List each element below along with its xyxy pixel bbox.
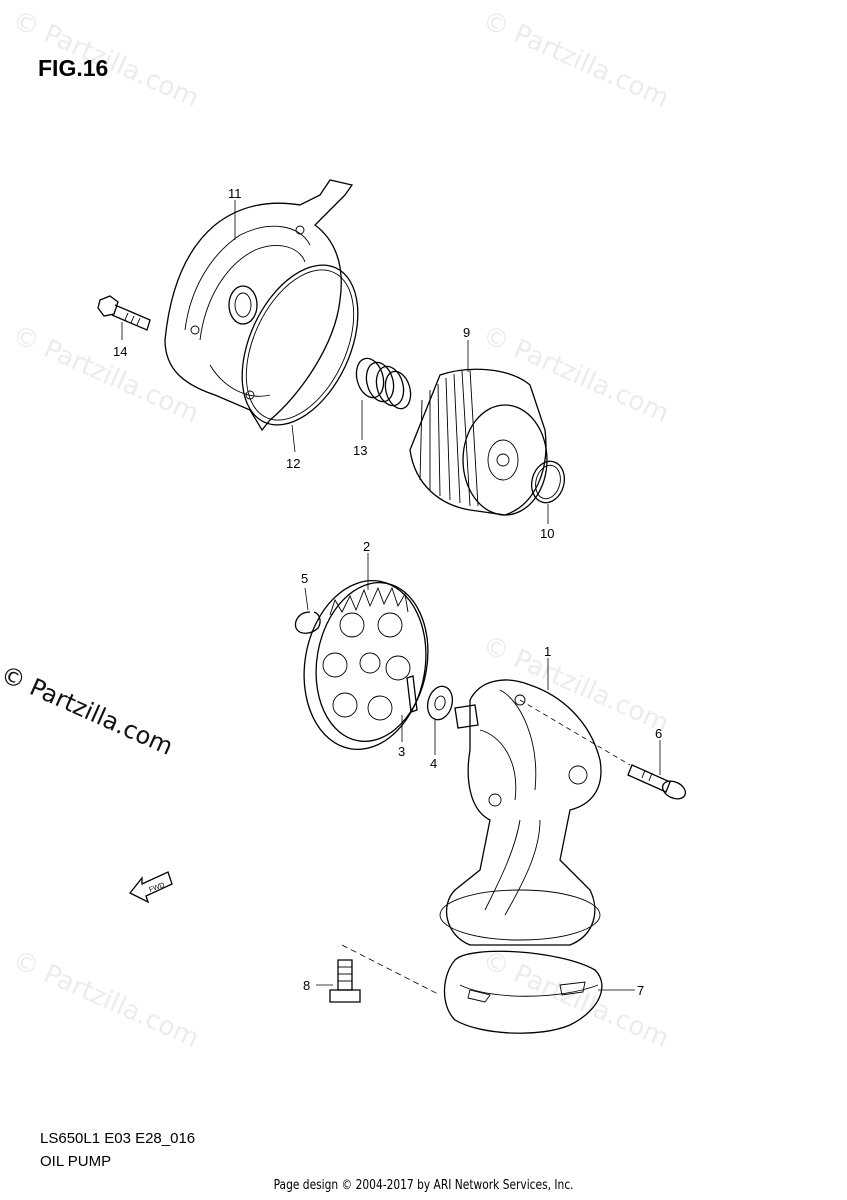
part-11-filter-cap[interactable] [164,179,354,432]
copyright-text: Page design © 2004-2017 by ARI Network S… [273,1178,574,1193]
part-8-bolt[interactable] [329,959,361,1003]
callout-13[interactable]: 13 [353,443,367,458]
figure-name: OIL PUMP [40,1153,112,1170]
callout-7[interactable]: 7 [637,983,644,998]
part-7-strainer[interactable] [443,950,603,1034]
part-4-washer[interactable] [424,683,456,722]
forward-arrow-icon: FWD [128,871,173,904]
part-1-oil-pump[interactable] [439,679,602,946]
part-3-pin[interactable] [406,675,418,713]
callout-11[interactable]: 11 [228,186,242,201]
callout-12[interactable]: 12 [286,456,300,471]
figure-title: FIG.16 [38,55,109,81]
callout-9[interactable]: 9 [463,325,470,340]
callout-14[interactable]: 14 [113,344,127,359]
callout-4[interactable]: 4 [430,756,437,771]
part-2-gear[interactable] [291,571,440,759]
part-10-o-ring[interactable] [527,458,569,507]
part-5-circlip[interactable] [294,611,321,634]
part-6-screw[interactable] [627,764,688,802]
callout-1[interactable]: 1 [544,644,551,659]
callout-3[interactable]: 3 [398,744,405,759]
callout-10[interactable]: 10 [540,526,554,541]
figure-code: LS650L1 E03 E28_016 [40,1130,196,1147]
part-12-o-ring[interactable] [219,247,381,443]
callout-6[interactable]: 6 [655,726,662,741]
callout-5[interactable]: 5 [301,571,308,586]
fwd-label: FWD [148,882,165,894]
part-14-bolt[interactable] [97,295,151,331]
callout-2[interactable]: 2 [363,539,370,554]
part-13-spring[interactable] [352,355,414,411]
part-9-oil-filter[interactable] [409,368,548,516]
callout-8[interactable]: 8 [303,978,310,993]
